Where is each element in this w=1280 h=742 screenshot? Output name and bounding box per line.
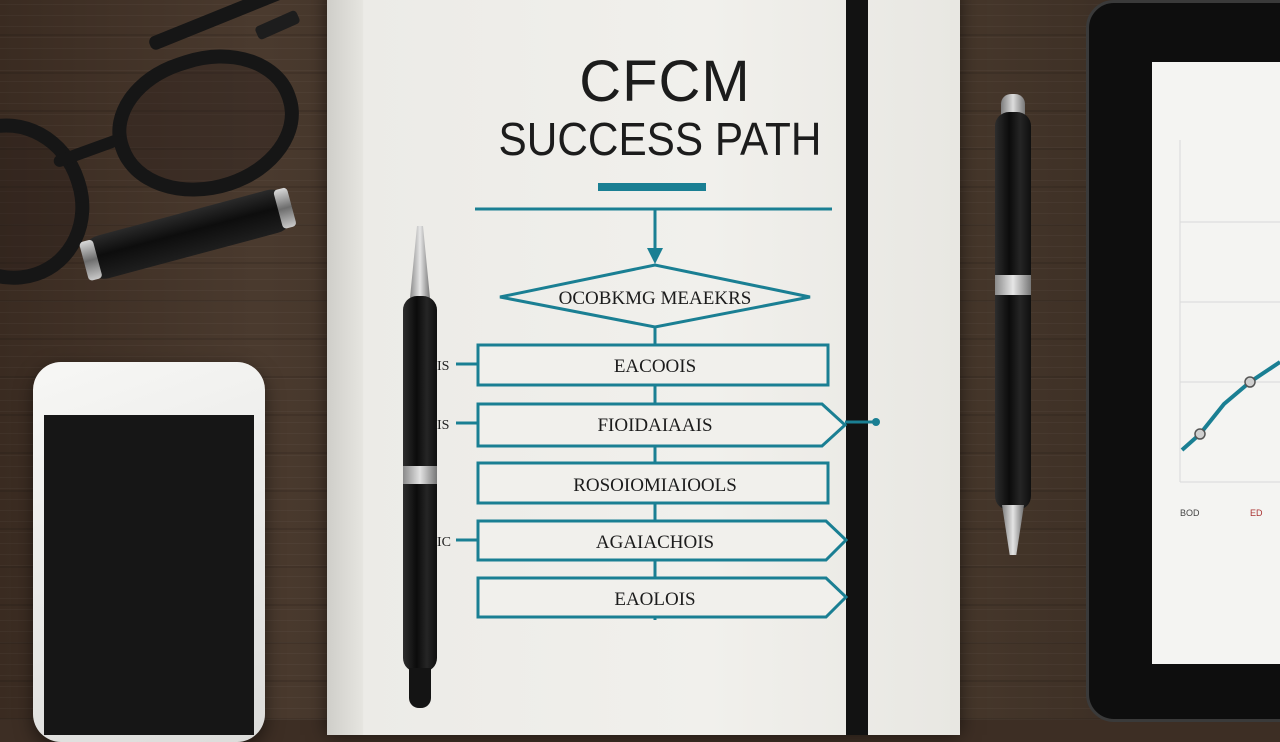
pen-ring [403,466,437,484]
tablet-line-chart: BOD ED [1179,140,1280,518]
pen-end [409,668,431,708]
tablet-chart-point [1194,428,1206,440]
smartphone-screen [44,415,254,735]
title-underline [598,183,706,191]
tablet-screen [1152,62,1280,664]
notebook-elastic-band [846,0,868,735]
black-pen [995,112,1031,510]
notebook-subtitle: SUCCESS PATH [498,113,822,165]
tablet-chart-point [1244,376,1256,388]
notebook-spine [327,0,363,735]
pen-ring [995,275,1031,295]
notebook-title: CFCM [579,49,751,114]
black-pen [403,296,437,672]
tablet-legend-item: BOD [1180,508,1200,518]
tablet-chart-line [1180,360,1280,452]
tablet-legend-item: ED [1250,508,1263,518]
